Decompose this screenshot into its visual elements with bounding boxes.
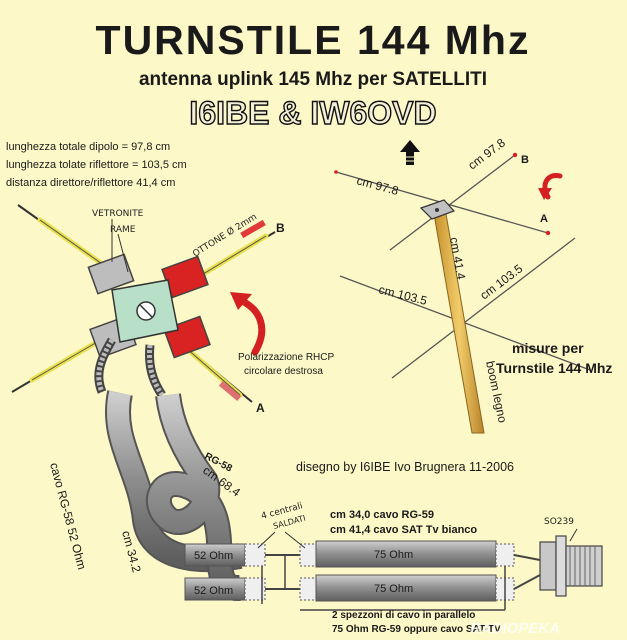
label-75-top: 75 Ohm: [374, 549, 413, 561]
label-b-right: B: [521, 154, 529, 166]
label-dipole-left: cm 97.8: [355, 173, 400, 198]
label-polarization-2: circolare destrosa: [244, 366, 323, 377]
red-marker-b: [240, 219, 266, 239]
label-so239: SO239: [544, 517, 574, 527]
reflector-element: [391, 237, 576, 379]
label-polarization-1: Polarizzazione RHCP: [238, 352, 334, 363]
red-marker-a: [218, 380, 242, 402]
label-measures-2: Turnstile 144 Mhz: [496, 360, 612, 376]
coax-cables: [105, 390, 541, 611]
note-dipole-length: lunghezza totale dipolo = 97,8 cm: [6, 141, 170, 153]
label-spec-2: cm 41,4 cavo SAT Tv bianco: [330, 524, 477, 536]
brass-rod: [183, 345, 243, 398]
cable-75-top: [315, 540, 497, 568]
authors-title: I6IBE & IW6OVD: [189, 95, 436, 131]
note-reflector-length: lunghezza tolate riflettore = 103,5 cm: [6, 159, 187, 171]
label-dipole-right: cm 97.8: [465, 135, 508, 172]
label-rame: RAME: [110, 225, 136, 235]
brass-rod: [29, 335, 107, 383]
page-subtitle: antenna uplink 145 Mhz per SATELLITI: [139, 69, 487, 90]
label-reflector-left: cm 103.5: [377, 282, 429, 308]
label-vetronite: VETRONITE: [92, 209, 144, 219]
label-52-top: 52 Ohm: [194, 550, 233, 562]
rotation-arrow: [236, 296, 266, 356]
note-director-distance: distanza direttore/riflettore 41,4 cm: [6, 177, 175, 189]
label-52-bottom: 52 Ohm: [194, 585, 233, 597]
so239-connector: [539, 528, 603, 597]
label-b-left: B: [276, 221, 285, 235]
direction-arrow: [400, 140, 420, 165]
label-footer-1: 2 spezzoni di cavo in parallelo: [332, 610, 475, 621]
label-a-right: A: [540, 213, 548, 225]
dimension-notes: lunghezza totale dipolo = 97,8 cm lunghe…: [6, 141, 187, 189]
label-cable-note-1: cavo RG-58 52 Ohm: [47, 461, 89, 571]
feedpoint-sketch: VETRONITE RAME OTTONE Ø 2mm B A Polarizz…: [11, 204, 334, 415]
grey-block: [87, 253, 135, 295]
antenna-geometry: cm 97.8 cm 97.8 cm 41.4 cm 103.5 cm 103.…: [334, 135, 612, 434]
label-a-left: A: [256, 401, 265, 415]
page-title: TURNSTILE 144 Mhz: [96, 17, 531, 63]
label-measures-1: misure per: [512, 340, 584, 356]
label-ottone: OTTONE Ø 2mm: [191, 211, 259, 259]
label-75-bottom: 75 Ohm: [374, 583, 413, 595]
credit-text: disegno by I6IBE Ivo Brugnera 11-2006: [296, 460, 514, 474]
dipole-element: [389, 154, 516, 251]
cable-75-bottom: [315, 574, 497, 602]
label-footer-2: 75 Ohm RG-59 oppure cavo SAT-TV: [332, 624, 501, 635]
label-spec-1: cm 34,0 cavo RG-59: [330, 509, 434, 521]
watermark: RADIOPEKA: [470, 620, 560, 637]
